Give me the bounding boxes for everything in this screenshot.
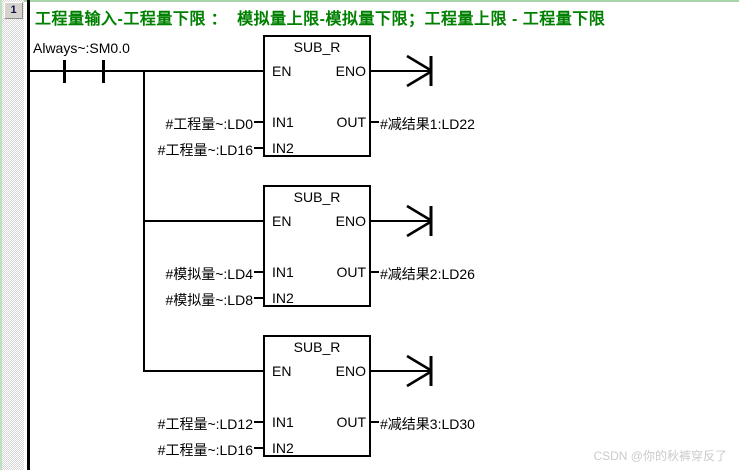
pin-in2-label: IN2 [272, 290, 294, 306]
in2-operand[interactable]: #工程量~:LD16 [157, 142, 253, 158]
out-wire-stub [371, 121, 379, 123]
in2-operand[interactable]: #工程量~:LD16 [157, 442, 253, 458]
rung-1: Always~:SM0.0 SUB_R EN ENO IN1 IN2 OUT #… [0, 35, 739, 160]
pin-eno-label: ENO [335, 63, 366, 79]
sub-r-block[interactable] [263, 335, 371, 457]
block-title: SUB_R [293, 189, 341, 205]
network-top-border [0, 0, 739, 2]
in1-operand[interactable]: #工程量~:LD0 [165, 116, 253, 132]
network-number[interactable]: 1 [4, 2, 23, 19]
pin-eno-label: ENO [335, 363, 366, 379]
out-wire-stub [371, 271, 379, 273]
eno-wire [371, 370, 431, 372]
in1-operand[interactable]: #模拟量~:LD4 [165, 266, 253, 282]
in1-wire-stub [254, 421, 263, 423]
out-wire-stub [371, 421, 379, 423]
pin-en-label: EN [272, 213, 292, 229]
out-operand[interactable]: #减结果3:LD30 [380, 416, 475, 432]
pin-in1-label: IN1 [272, 414, 294, 430]
pin-in1-label: IN1 [272, 264, 294, 280]
in2-wire-stub [254, 447, 263, 449]
pin-out-label: OUT [336, 414, 366, 430]
pin-eno-label: ENO [335, 213, 366, 229]
block-title: SUB_R [293, 39, 341, 55]
out-operand[interactable]: #减结果2:LD26 [380, 266, 475, 282]
pin-out-label: OUT [336, 114, 366, 130]
open-line-arrow-icon [403, 51, 435, 91]
open-line-arrow-icon [403, 351, 435, 391]
in1-wire-stub [254, 121, 263, 123]
contact-normally-open-left-bar[interactable] [63, 60, 66, 83]
rung-3: SUB_R EN ENO IN1 IN2 OUT #工程量~:LD12 #工程量… [0, 335, 739, 460]
out-operand[interactable]: #减结果1:LD22 [380, 116, 475, 132]
pin-en-label: EN [272, 363, 292, 379]
power-rail [27, 0, 30, 470]
open-line-arrow-icon [403, 201, 435, 241]
in2-operand[interactable]: #模拟量~:LD8 [165, 292, 253, 308]
in1-operand[interactable]: #工程量~:LD12 [157, 416, 253, 432]
in1-wire-stub [254, 271, 263, 273]
in2-wire-stub [254, 297, 263, 299]
network-gutter[interactable]: 1 [0, 0, 24, 470]
csdn-watermark: CSDN @你的秋裤穿反了 [593, 449, 727, 463]
pin-in2-label: IN2 [272, 440, 294, 456]
sub-r-block[interactable] [263, 35, 371, 157]
block-title: SUB_R [293, 339, 341, 355]
eno-wire [371, 220, 431, 222]
network-title-comment[interactable]: 工程量输入-工程量下限 ： 模拟量上限-模拟量下限；工程量上限 - 工程量下限 [35, 11, 606, 28]
contact-operand-label[interactable]: Always~:SM0.0 [33, 40, 130, 56]
pin-in2-label: IN2 [272, 140, 294, 156]
eno-wire [371, 70, 431, 72]
sub-r-block[interactable] [263, 185, 371, 307]
pin-out-label: OUT [336, 264, 366, 280]
rung-2: SUB_R EN ENO IN1 IN2 OUT #模拟量~:LD4 #模拟量~… [0, 185, 739, 310]
rung-wire [29, 70, 263, 72]
in2-wire-stub [254, 147, 263, 149]
rung-wire [144, 370, 263, 372]
rung-wire [144, 220, 263, 222]
pin-in1-label: IN1 [272, 114, 294, 130]
pin-en-label: EN [272, 63, 292, 79]
contact-normally-open-right-bar[interactable] [102, 60, 105, 83]
